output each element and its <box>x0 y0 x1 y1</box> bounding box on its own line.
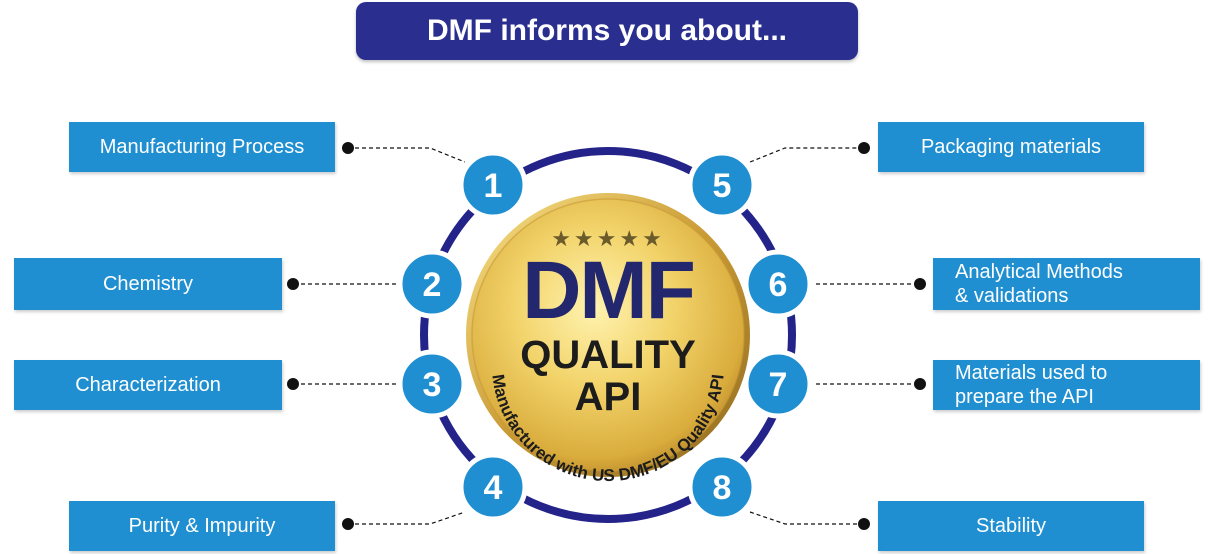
label-purity-impurity: Purity & Impurity <box>69 501 335 551</box>
svg-text:3: 3 <box>423 366 442 404</box>
svg-text:8: 8 <box>713 469 732 507</box>
label-packaging-materials: Packaging materials <box>878 122 1144 172</box>
dot-3 <box>287 378 299 390</box>
connectors <box>294 147 920 525</box>
dot-5 <box>858 142 870 154</box>
connector-dots <box>287 142 926 530</box>
svg-text:6: 6 <box>769 266 788 304</box>
seal-api: API <box>575 375 642 419</box>
seal-quality: QUALITY <box>520 333 696 377</box>
number-circle-1: 1 <box>458 150 528 220</box>
dot-8 <box>858 518 870 530</box>
title-text: DMF informs you about... <box>427 14 787 47</box>
dot-7 <box>914 378 926 390</box>
label-analytical-methods: Analytical Methods & validations <box>933 258 1200 310</box>
label-manufacturing-process: Manufacturing Process <box>69 122 335 172</box>
number-circle-8: 8 <box>687 452 757 522</box>
number-circle-4: 4 <box>458 452 528 522</box>
number-circles: 1 2 3 4 5 6 7 8 <box>397 150 813 522</box>
number-circle-5: 5 <box>687 150 757 220</box>
number-circle-7: 7 <box>743 349 813 419</box>
label-materials-used: Materials used to prepare the API <box>933 360 1200 410</box>
connector-8 <box>749 511 864 525</box>
title-banner: DMF informs you about... <box>356 2 858 60</box>
connector-1 <box>348 147 466 163</box>
label-characterization: Characterization <box>14 360 282 410</box>
dot-6 <box>914 278 926 290</box>
seal-stars: ★★★★★ <box>551 227 665 252</box>
label-stability: Stability <box>878 501 1144 551</box>
number-circle-3: 3 <box>397 349 467 419</box>
dot-4 <box>342 518 354 530</box>
outer-ring <box>420 147 796 523</box>
svg-text:5: 5 <box>713 167 732 205</box>
seal-dmf: DMF <box>522 245 694 336</box>
label-chemistry: Chemistry <box>14 258 282 310</box>
number-circle-2: 2 <box>397 249 467 319</box>
svg-text:1: 1 <box>484 167 503 205</box>
number-circle-6: 6 <box>743 249 813 319</box>
dot-1 <box>342 142 354 154</box>
gold-seal: ★★★★★ DMF QUALITY API Manufactured with … <box>466 193 750 485</box>
connector-4 <box>348 511 466 525</box>
svg-text:4: 4 <box>484 469 503 507</box>
dot-2 <box>287 278 299 290</box>
svg-text:7: 7 <box>769 366 788 404</box>
connector-5 <box>749 147 864 163</box>
svg-text:2: 2 <box>423 266 442 304</box>
